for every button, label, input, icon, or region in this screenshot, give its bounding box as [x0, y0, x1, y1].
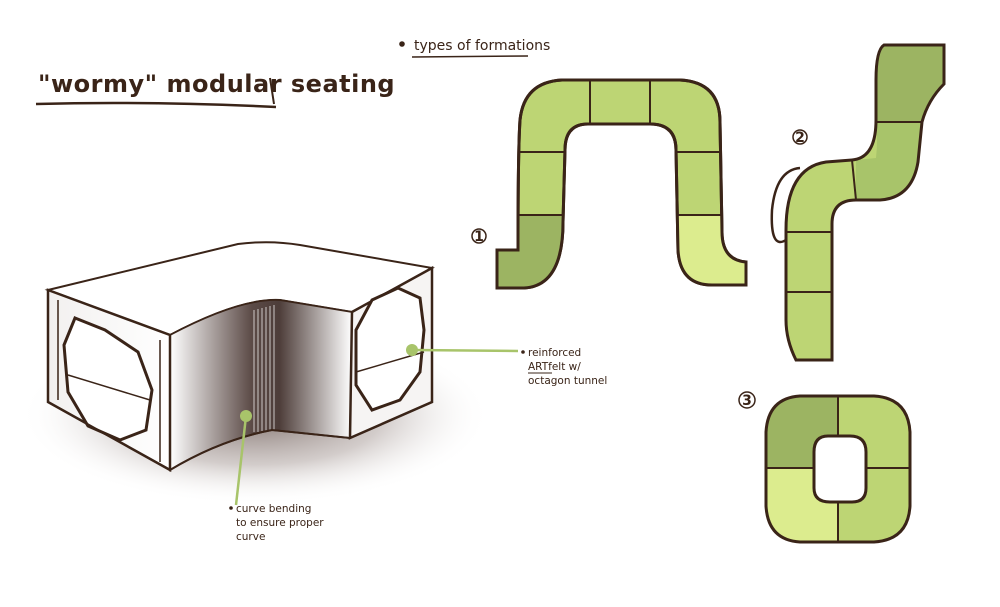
left-frame-lines — [57, 300, 161, 462]
ring-dark-cell — [766, 396, 838, 468]
s-outline — [784, 43, 946, 362]
formation-3: 3 — [738, 391, 912, 544]
callout-reinforced-line-1: reinforced — [528, 347, 581, 359]
s-dark-cell — [876, 45, 944, 122]
formation-2-badge — [792, 129, 808, 145]
s-mid-cell — [856, 122, 922, 200]
left-tunnel-line — [67, 374, 151, 401]
ring-inner-outline — [812, 434, 868, 504]
heading-underline — [411, 55, 529, 58]
seat-module-sketch — [20, 241, 490, 505]
title-underline — [35, 101, 277, 109]
arch-light-cell — [676, 215, 746, 285]
callout-curve: curve bending to ensure proper curve — [229, 410, 324, 543]
right-octagon-tunnel — [354, 286, 426, 412]
title-group: "wormy" modular seating — [35, 70, 395, 109]
ring-dividers — [766, 396, 910, 542]
formation-3-number: 3 — [742, 393, 752, 409]
formation-3-badge — [738, 391, 756, 409]
formation-1: 1 — [471, 78, 748, 290]
bullet-dot — [399, 41, 405, 47]
title-stroke — [269, 77, 275, 105]
ring-light-cell — [766, 468, 838, 542]
bottom-edge — [47, 401, 433, 472]
callout-bullet — [521, 350, 525, 354]
callout-line — [234, 415, 248, 506]
callout-curve-line-2: to ensure proper — [236, 517, 324, 529]
callout-reinforced-line-2: ARTfelt w/ — [528, 361, 581, 373]
callout-reinforced: reinforced ARTfelt w/ octagon tunnel — [406, 344, 607, 387]
callout-curve-line-3: curve — [236, 531, 265, 543]
s-dividers — [786, 121, 922, 293]
callout-curve-line-1: curve bending — [236, 503, 311, 515]
formations-heading-group: types of formations — [399, 38, 550, 58]
formation-2-number: 2 — [795, 130, 805, 146]
left-octagon-tunnel — [62, 316, 154, 442]
arch-dark-cell — [497, 215, 563, 288]
ring-outer-outline — [764, 394, 912, 544]
curve-lines — [253, 305, 275, 432]
formation-1-number: 1 — [474, 229, 484, 245]
formation-1-badge — [471, 228, 487, 244]
formation-2: 2 — [770, 43, 946, 362]
callout-bullet — [229, 506, 233, 510]
arch-outline — [495, 78, 748, 290]
callout-reinforced-line-3: octagon tunnel — [528, 375, 607, 387]
arch-dividers — [518, 80, 722, 216]
formations-heading: types of formations — [414, 38, 550, 54]
callout-line — [411, 348, 519, 353]
s-tail — [770, 166, 801, 244]
page-title: "wormy" modular seating — [38, 70, 395, 98]
